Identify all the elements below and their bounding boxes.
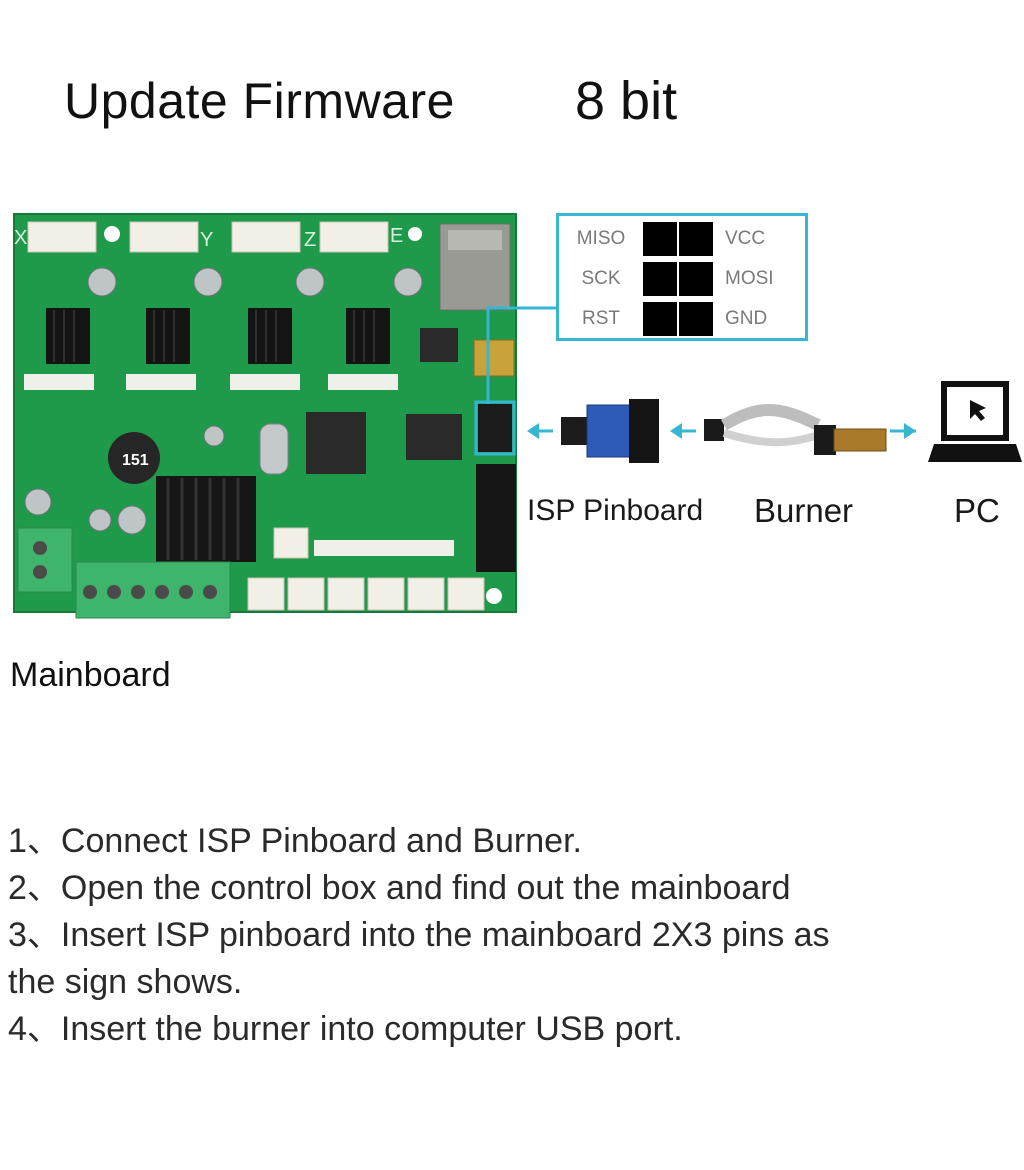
inductor	[108, 432, 160, 484]
pin-gnd: GND	[725, 308, 768, 329]
mcu-chip	[306, 412, 366, 474]
resistor-arrays	[24, 374, 454, 556]
bit-label: 8 bit	[575, 71, 678, 131]
axis-x-label: X	[14, 227, 27, 249]
pin-square	[679, 302, 713, 336]
caption-isp-pinboard: ISP Pinboard	[527, 494, 704, 527]
power-terminal	[17, 527, 73, 593]
isp-header	[478, 404, 512, 452]
endstop-connectors	[247, 527, 485, 611]
z-connector	[231, 221, 301, 253]
pin-miso: MISO	[576, 228, 626, 249]
caption-mainboard: Mainboard	[10, 656, 171, 694]
step-4: 4、Insert the burner into computer USB po…	[8, 1010, 683, 1048]
pin-square	[643, 222, 677, 256]
e-connector	[319, 221, 389, 253]
caption-burner: Burner	[754, 492, 854, 529]
pin-vcc: VCC	[725, 228, 766, 249]
step-3-continued: the sign shows.	[8, 963, 243, 1001]
pin-rst: RST	[582, 308, 620, 329]
exp-header	[476, 464, 516, 572]
pinout-connector-line	[486, 306, 556, 404]
step-3: 3、Insert ISP pinboard into the mainboard…	[8, 916, 830, 954]
pin-square	[643, 302, 677, 336]
y-connector	[129, 221, 199, 253]
pin-mosi: MOSI	[725, 268, 774, 289]
capacitors	[24, 267, 423, 535]
pin-sck: SCK	[581, 268, 621, 289]
inductor-label: 151	[122, 452, 149, 469]
isp-pinout-box: MISO SCK RST VCC MOSI GND	[556, 213, 808, 341]
laptop-icon	[928, 381, 1022, 462]
burner-device	[670, 404, 916, 455]
pin-square	[679, 262, 713, 296]
isp-pinboard-device	[527, 399, 659, 463]
page-title: Update Firmware	[64, 73, 455, 129]
mosfet-heatsink	[156, 476, 256, 562]
pin-square	[679, 222, 713, 256]
axis-y-label: Y	[200, 229, 213, 251]
mainboard-image: X Y Z E	[10, 210, 522, 620]
cursor-icon	[970, 400, 986, 421]
instruction-steps: 1、Connect ISP Pinboard and Burner. 2、Ope…	[8, 818, 1008, 1053]
pin-square	[643, 262, 677, 296]
caption-pc: PC	[954, 492, 1000, 529]
mainboard-illustration: X Y Z E	[13, 213, 517, 619]
axis-z-label: Z	[304, 229, 316, 251]
step-2: 2、Open the control box and find out the …	[8, 869, 791, 907]
step-1: 1、Connect ISP Pinboard and Burner.	[8, 822, 582, 860]
usb-chip	[406, 414, 462, 460]
axis-e-label: E	[390, 225, 403, 247]
x-connector	[27, 221, 97, 253]
usb-port	[473, 339, 515, 377]
isp-header-highlight	[474, 400, 516, 456]
